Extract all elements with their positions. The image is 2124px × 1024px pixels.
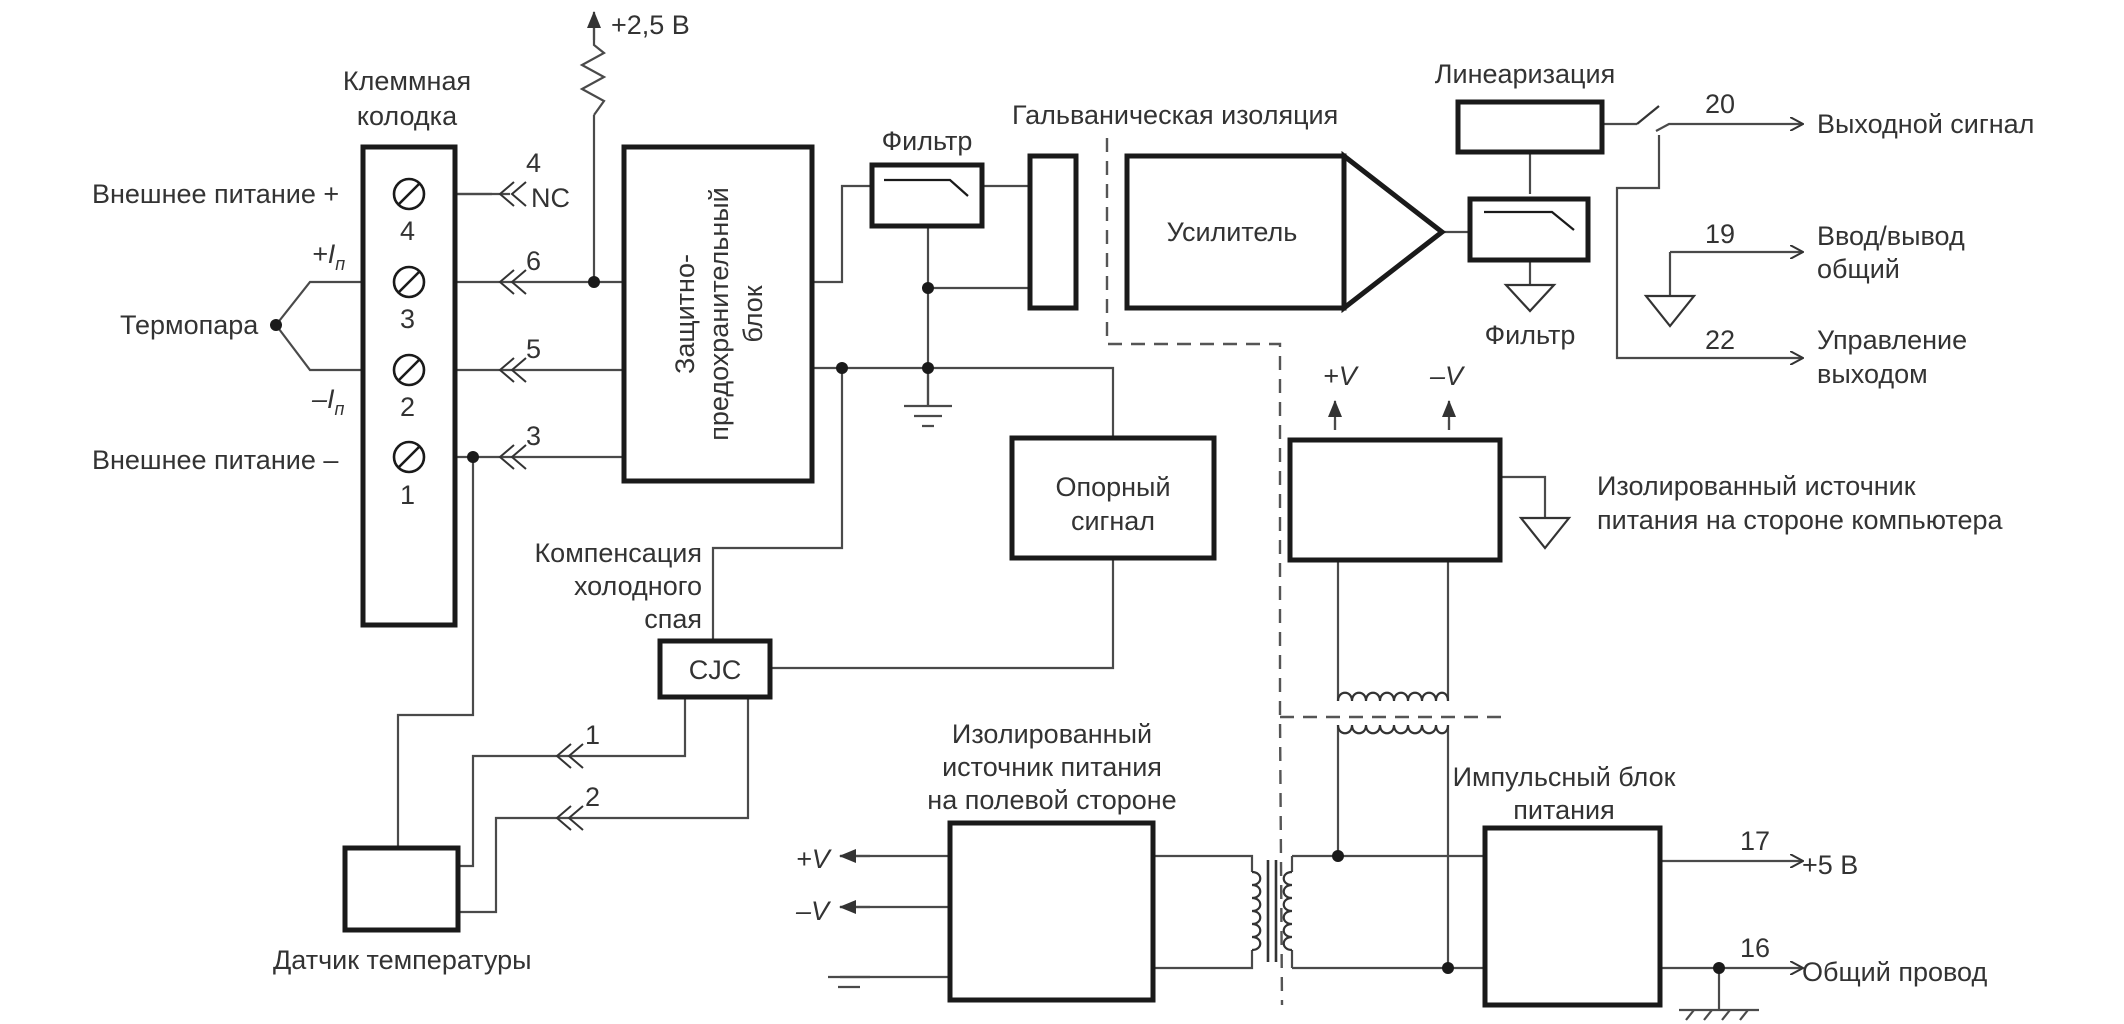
filter-response-icon — [884, 178, 969, 197]
isolation-coupler — [1027, 153, 1079, 311]
linearization-label: Линеаризация — [1435, 59, 1615, 89]
filter-block-right — [1467, 196, 1591, 263]
nc-label: NC — [531, 183, 570, 213]
filter-top-label: Фильтр — [882, 126, 973, 156]
amplifier-label: Усилитель — [1167, 217, 1298, 247]
ground-symbols — [1503, 283, 1697, 550]
protection-block — [621, 144, 815, 484]
terminal-pin-2: 2 — [400, 392, 415, 422]
transformer-field — [1251, 860, 1293, 962]
voltage-2-5-label: +2,5 В — [611, 10, 690, 40]
plus-current-label: +Iп — [312, 239, 345, 274]
temp-sensor-label: Датчик температуры — [273, 945, 532, 975]
reference-block — [1009, 435, 1217, 561]
filter-right-label: Фильтр — [1485, 320, 1576, 350]
plus-5v-label: +5 В — [1802, 850, 1858, 880]
terminal-pin-1: 1 — [400, 480, 415, 510]
filter-block-top — [869, 162, 985, 229]
wires — [275, 18, 1779, 1021]
wire-pin-3: 3 — [526, 421, 541, 451]
pulse-power-block — [1482, 825, 1663, 1008]
thermocouple-label: Термопара — [120, 310, 259, 340]
ext-power-plus-label: Внешнее питание + — [92, 179, 339, 209]
output-pin-17: 17 — [1740, 826, 1770, 856]
temperature-sensor-block — [342, 845, 461, 933]
cjc-label: CJC — [689, 655, 742, 685]
pc-side-power-block — [1287, 437, 1503, 563]
amplifier-triangle — [1341, 150, 1447, 314]
isolation-boundary — [1105, 138, 1505, 1006]
common-wire-label: Общий провод — [1802, 957, 1987, 987]
connector-chevrons — [498, 181, 584, 831]
filter-response-icon — [1484, 210, 1575, 231]
terminal-screws — [392, 177, 426, 474]
wire-pin-6: 6 — [526, 246, 541, 276]
minus-current-label: –Iп — [311, 384, 345, 419]
output-pin-16: 16 — [1740, 933, 1770, 963]
galvanic-isolation-label: Гальваническая изоляция — [1012, 100, 1338, 130]
minus-v-label-pc: –V — [1429, 361, 1466, 391]
transformer-pc — [1336, 691, 1450, 735]
terminal-pin-4: 4 — [400, 216, 415, 246]
output-switch — [1636, 105, 1660, 125]
wire-pin-5: 5 — [526, 334, 541, 364]
plus-v-label-pc: +V — [1323, 361, 1360, 391]
junctions — [270, 276, 1725, 974]
wire-pin-4: 4 — [526, 148, 541, 178]
sensor-pin-1: 1 — [585, 720, 600, 750]
sensor-pin-2: 2 — [585, 782, 600, 812]
output-pin-20: 20 — [1705, 89, 1735, 119]
ext-power-minus-label: Внешнее питание – — [92, 445, 338, 475]
output-signal-label: Выходной сигнал — [1817, 109, 2034, 139]
terminal-pin-3: 3 — [400, 304, 415, 334]
output-pin-22: 22 — [1705, 325, 1735, 355]
minus-v-label-field: –V — [795, 896, 832, 926]
arrows — [587, 11, 1802, 968]
pin-numbers: 4 3 2 1 4 6 5 3 1 2 20 19 22 17 16 — [400, 89, 1770, 963]
linearization-block — [1455, 99, 1605, 155]
cjc-block — [657, 638, 773, 700]
output-pin-19: 19 — [1705, 219, 1735, 249]
field-side-power-block — [947, 820, 1156, 1003]
plus-v-label-field: +V — [796, 844, 833, 874]
